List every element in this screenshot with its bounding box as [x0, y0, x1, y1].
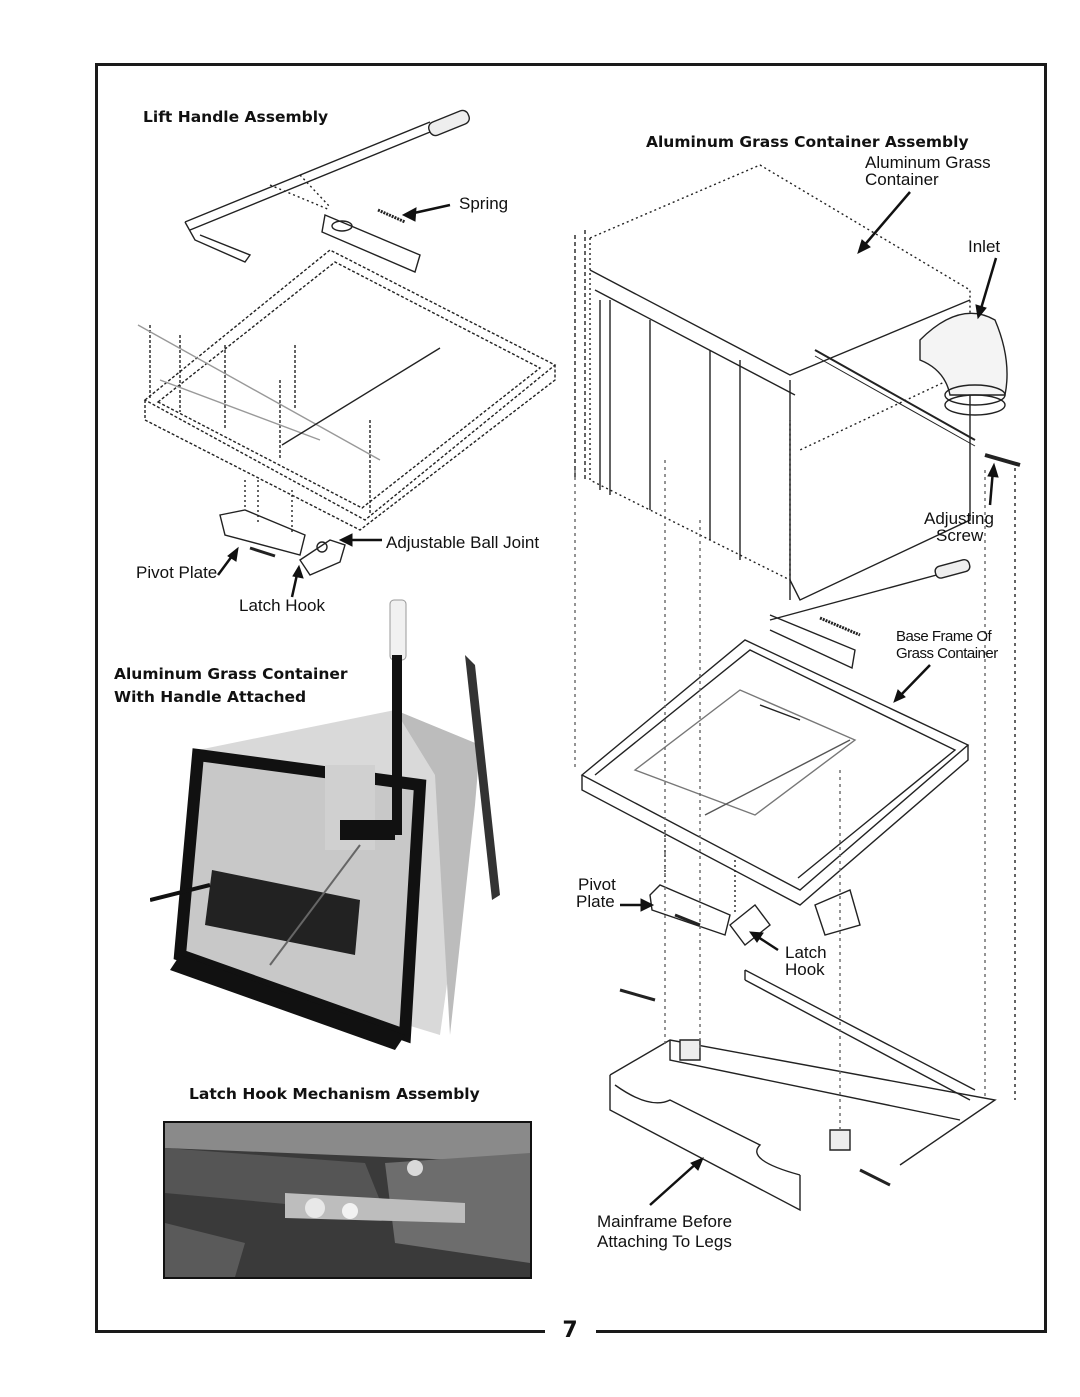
left-pivot-assembly: [219, 480, 346, 576]
latch-hook-label-right-line2: Hook: [785, 960, 825, 979]
mainframe-drawing: [574, 460, 997, 1212]
pivot-plate-label-left: Pivot Plate: [136, 563, 218, 582]
latch-hook-mechanism-photo: [163, 1121, 532, 1279]
adjustable-ball-joint-label: Adjustable Ball Joint: [386, 533, 540, 552]
latch-hook-label-left: Latch Hook: [239, 596, 325, 615]
container-with-handle-heading-line2: With Handle Attached: [114, 688, 307, 706]
footer-rule-right: [596, 1330, 1047, 1333]
pivot-plate-label-right-line2: Plate: [576, 892, 615, 911]
right-pivot-assembly: [649, 830, 861, 946]
page-border: [95, 63, 1047, 1333]
left-frame-drawing: [137, 249, 557, 531]
adjusting-screw-label-line1: Adjusting: [924, 509, 994, 528]
latch-hook-label-right-line1: Latch: [785, 943, 827, 962]
lift-handle-drawing: [184, 109, 470, 273]
base-frame-label-line1: Base Frame Of: [896, 628, 992, 645]
footer-rule-left: [95, 1330, 545, 1333]
callout-arrows: [216, 191, 999, 1206]
container-with-handle-photo: [150, 595, 525, 1050]
adjusting-screw-label-line2: Screw: [936, 526, 984, 545]
container-with-handle-heading-line1: Aluminum Grass Container: [114, 665, 348, 683]
page-number: 7: [562, 1318, 578, 1343]
left-rod: [281, 347, 441, 446]
pivot-plate-label-right-line1: Pivot: [578, 875, 616, 894]
latch-hook-mechanism-heading: Latch Hook Mechanism Assembly: [189, 1085, 480, 1103]
aluminum-grass-label-line2: Container: [865, 170, 939, 189]
mainframe-label-line2: Attaching To Legs: [597, 1232, 732, 1251]
aluminum-grass-label-line1: Aluminum Grass: [865, 153, 991, 172]
spring-label: Spring: [459, 194, 509, 213]
grass-container-assembly-heading: Aluminum Grass Container Assembly: [646, 133, 969, 151]
base-frame-drawing: [580, 558, 971, 906]
mainframe-label-line1: Mainframe Before: [597, 1212, 733, 1231]
right-container-drawing: [574, 164, 1021, 1100]
lift-handle-assembly-heading: Lift Handle Assembly: [143, 108, 329, 126]
inlet-label: Inlet: [968, 237, 1001, 256]
base-frame-label-line2: Grass Container: [896, 645, 998, 662]
